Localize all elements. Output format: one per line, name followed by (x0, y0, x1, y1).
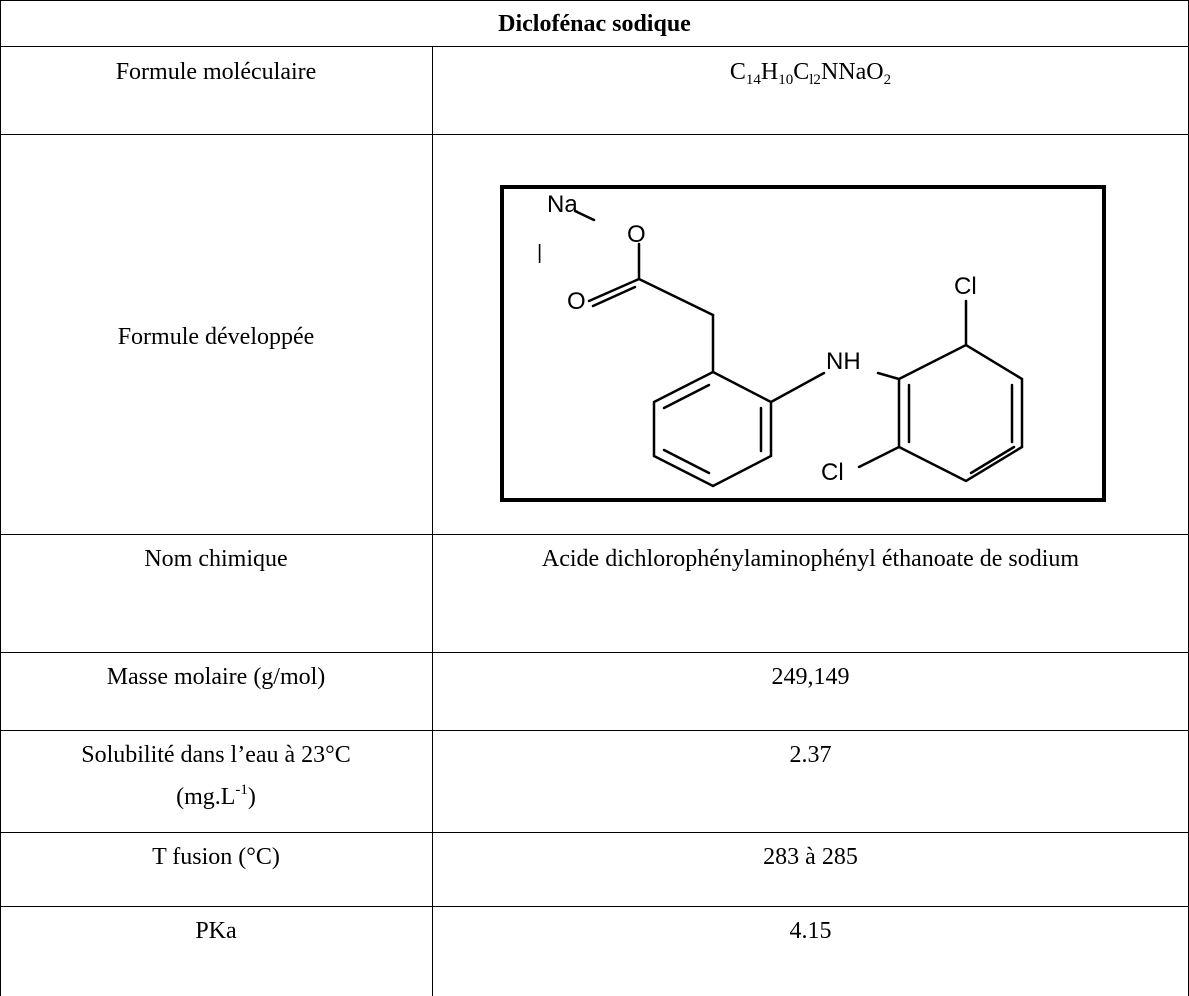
atom-na: Na (547, 191, 578, 218)
stray-bar: | (537, 242, 542, 264)
label-solubility-line2: (mg.L-1) (176, 779, 256, 815)
value-molecular-formula: C14H10Cl2NNaO2 (433, 54, 1188, 90)
formula-symbol: NNaO (820, 59, 884, 85)
label-molar-mass: Masse molaire (g/mol) (106, 664, 326, 690)
rule-row-3 (0, 652, 1189, 653)
formula-subscript: 14 (745, 72, 761, 88)
label-solubility: Solubilité dans l’eau à 23°C (mg.L-1) (0, 737, 432, 815)
label-molecular-formula: Formule moléculaire (115, 59, 317, 85)
atom-o-left: O (567, 288, 586, 315)
value-chemical-name: Acide dichlorophénylaminophényl éthanoat… (541, 546, 1080, 572)
label-chemical-name: Nom chimique (144, 546, 288, 572)
rule-title (0, 46, 1189, 47)
label-solubility-line1: Solubilité dans l’eau à 23°C (81, 742, 351, 768)
rule-top (0, 0, 1189, 1)
formula-symbol: C (793, 59, 810, 85)
formula-subscript: 2 (883, 72, 892, 88)
table-title: Diclofénac sodique (498, 11, 691, 37)
atom-o-top: O (627, 221, 646, 248)
atom-cl-top: Cl (954, 273, 977, 300)
formula-symbol: H (760, 59, 779, 85)
formula-subscript: 10 (778, 72, 794, 88)
diclofenac-structure: Na O O Cl NH Cl | (537, 191, 1024, 488)
value-pka: 4.15 (789, 918, 832, 944)
molecular-formula: C14H10Cl2NNaO2 (730, 54, 891, 90)
solubility-unit-exponent: -1 (235, 782, 248, 798)
structural-formula-image: Na O O Cl NH Cl | (500, 185, 1106, 502)
rule-row-6 (0, 906, 1189, 907)
formula-subscript: l2 (809, 72, 821, 88)
rule-row-2 (0, 534, 1189, 535)
label-melting-point: T fusion (°C) (152, 844, 280, 870)
atom-nh: NH (826, 348, 861, 375)
rule-row-4 (0, 730, 1189, 731)
label-pka: PKa (195, 918, 237, 944)
formula-symbol: C (729, 59, 746, 85)
value-melting-point: 283 à 285 (763, 844, 858, 870)
solubility-unit-close: ) (247, 784, 256, 810)
rule-column (432, 46, 433, 996)
atom-cl-bottom: Cl (821, 459, 844, 486)
rule-row-5 (0, 832, 1189, 833)
solubility-unit-main: (mg.L (176, 784, 236, 810)
label-structural-formula: Formule développée (117, 324, 315, 350)
rule-row-1 (0, 134, 1189, 135)
rule-left (0, 0, 1, 996)
value-solubility: 2.37 (789, 742, 832, 768)
value-molar-mass: 249,149 (771, 664, 850, 690)
